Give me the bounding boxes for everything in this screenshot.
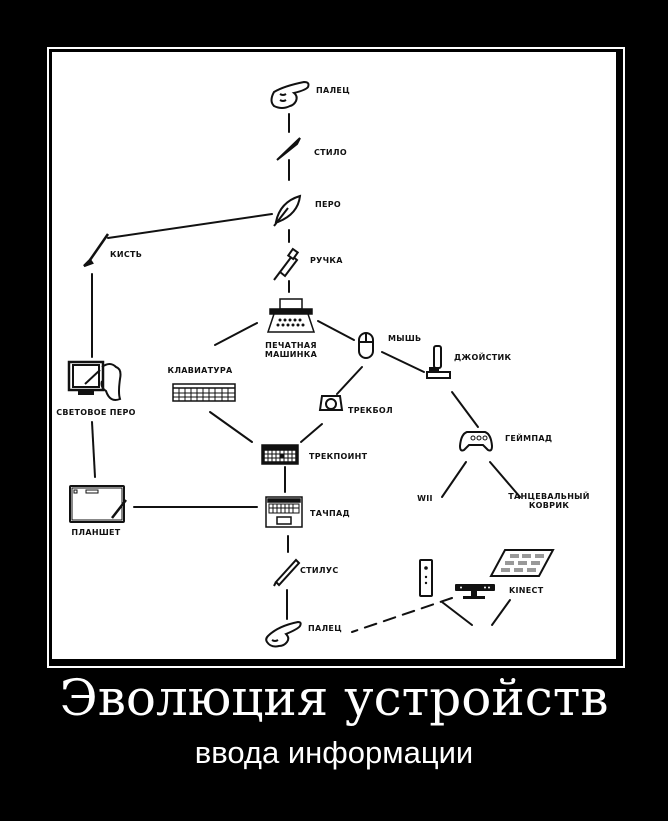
label-brush: КИСТЬ (110, 250, 143, 259)
edge-trackball-trackpoint (300, 423, 323, 443)
edge-lightpen-tablet (91, 421, 96, 478)
mouse-icon (358, 332, 374, 359)
evolution-diagram (67, 80, 555, 648)
stylus-icon (273, 558, 301, 587)
label-typewriter-line2: МАШИНКА (264, 350, 318, 359)
typewriter-icon (266, 298, 316, 333)
label-wii: WII (417, 494, 433, 503)
edge-keyboard-trackpoint (209, 411, 253, 443)
joystick-icon (426, 345, 451, 379)
label-trackpoint: ТРЕКПОИНТ (309, 452, 368, 461)
label-finger-top: ПАЛЕЦ (316, 86, 350, 95)
label-trackball: ТРЕКБОЛ (348, 406, 393, 415)
trackball-icon (318, 395, 344, 411)
wii-remote-icon (419, 559, 433, 597)
light-pen-icon (67, 360, 122, 401)
label-keyboard: КЛАВИАТУРА (167, 366, 233, 375)
label-light-pen: СВЕТОВОЕ ПЕРО (56, 408, 136, 417)
trackpoint-icon (261, 444, 299, 465)
edge-gamepad-wii (441, 461, 467, 498)
edge-kinect-finger-dashed (351, 597, 453, 633)
edge-joystick-gamepad (451, 391, 479, 428)
edge-dancemat-kinect (491, 599, 511, 626)
edge-mouse-trackball (336, 366, 363, 395)
label-quill: ПЕРО (315, 200, 342, 209)
finger-pointing-icon (265, 620, 302, 648)
edge-typewriter-keyboard (214, 322, 258, 346)
edge-gamepad-dancemat (489, 461, 521, 498)
poster-title: Эволюция устройств (59, 669, 609, 727)
keyboard-icon (172, 383, 236, 402)
label-dance-mat-line1: ТАНЦЕВАЛЬНЫЙ (508, 492, 590, 501)
quill-icon (273, 194, 302, 227)
label-tablet: ПЛАНШЕТ (71, 528, 121, 537)
label-mouse: МЫШЬ (388, 334, 422, 343)
stylo-icon (276, 137, 301, 161)
label-joystick: ДЖОЙСТИК (454, 353, 512, 362)
label-kinect: KINECT (509, 586, 544, 595)
label-dance-mat-line2: КОВРИК (528, 501, 570, 510)
label-finger-bottom: ПАЛЕЦ (308, 624, 342, 633)
diagram-panel: ПАЛЕЦ СТИЛО ПЕРО КИСТЬ РУЧКА ПЕЧАТНАЯ МА… (52, 52, 616, 659)
label-typewriter-line1: ПЕЧАТНАЯ (265, 341, 317, 350)
label-stylo: СТИЛО (314, 148, 347, 157)
label-touchpad: ТАЧПАД (310, 509, 350, 518)
poster-subtitle: ввода информации (194, 735, 474, 770)
edge-mouse-joystick (381, 351, 425, 373)
label-stylus: СТИЛУС (300, 566, 339, 575)
brush-icon (83, 233, 110, 268)
gamepad-icon (458, 431, 494, 452)
kinect-icon (455, 584, 495, 599)
label-gamepad: ГЕЙМПАД (505, 434, 553, 443)
dance-mat-icon (489, 549, 555, 577)
label-pen: РУЧКА (310, 256, 343, 265)
touchpad-icon (265, 496, 303, 528)
edge-quill-brush (107, 213, 273, 239)
pen-icon (273, 247, 300, 281)
edge-typewriter-mouse (317, 320, 355, 341)
tablet-icon (69, 485, 127, 523)
edge-wii-kinect (441, 601, 473, 626)
finger-pointing-icon (270, 80, 310, 109)
